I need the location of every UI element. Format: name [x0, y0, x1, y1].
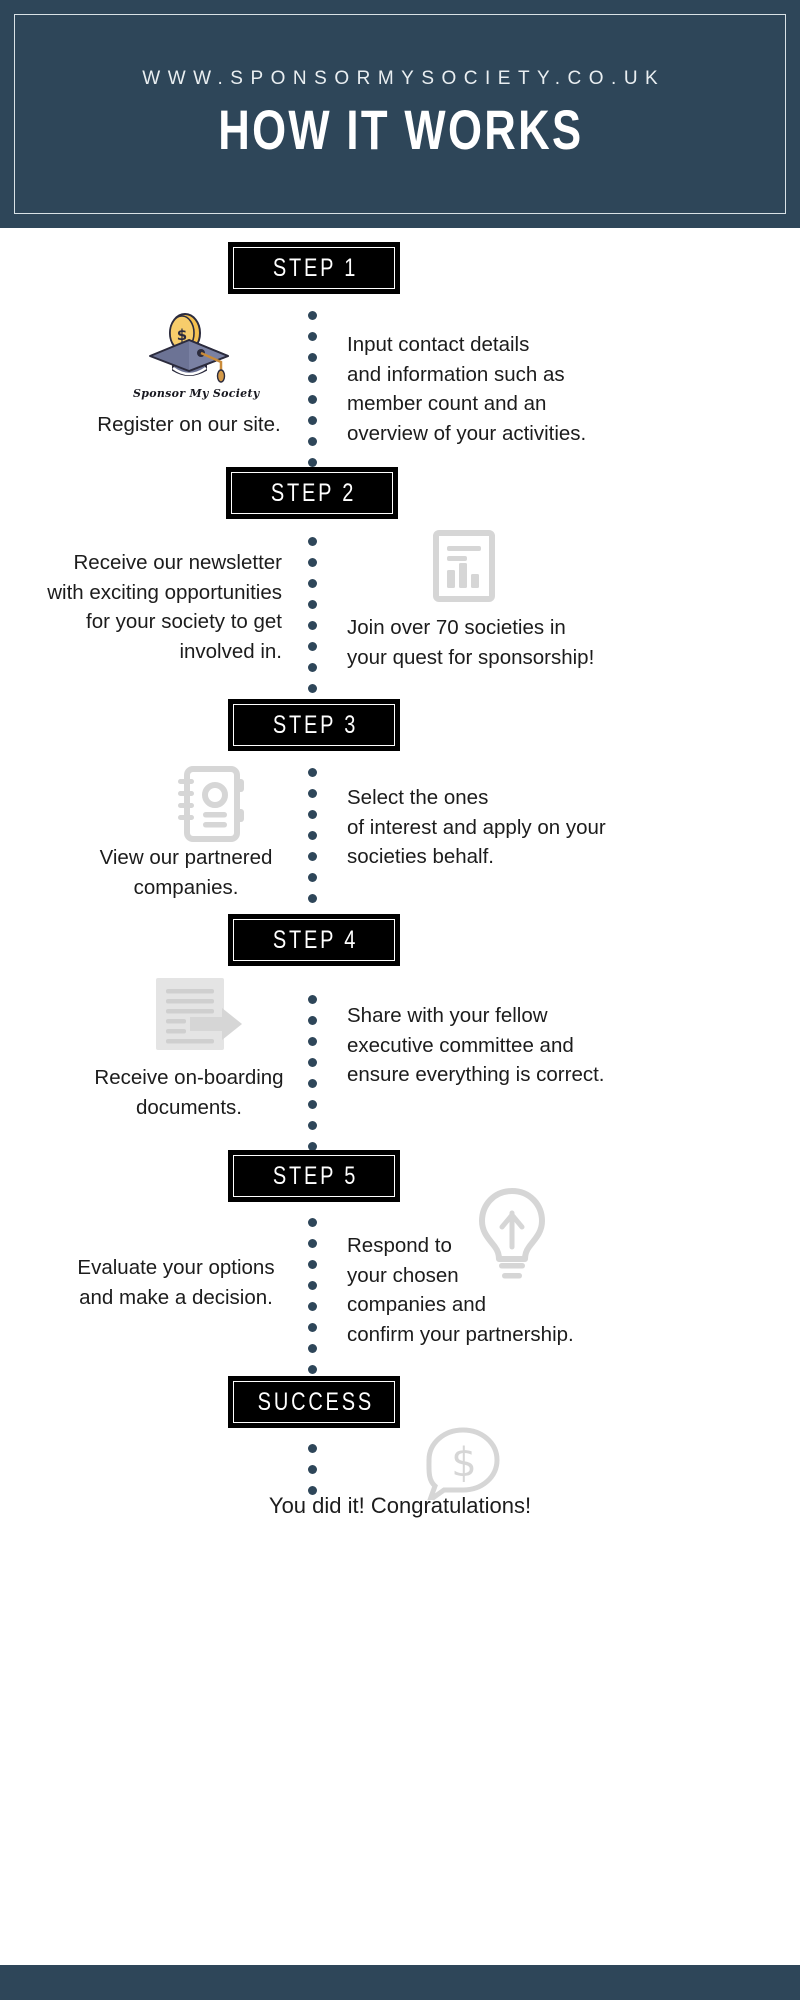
dot — [308, 1302, 317, 1311]
sponsor-my-society-logo: $ — [146, 312, 232, 386]
final-message: You did it! Congratulations! — [268, 1493, 532, 1518]
step-badge-4[interactable]: STEP 4 — [228, 914, 400, 966]
connector-dots-2 — [308, 537, 317, 705]
dot — [308, 558, 317, 567]
dot — [308, 1323, 317, 1332]
dot — [308, 995, 317, 1004]
dollar-speech-bubble-icon: $ — [424, 1426, 502, 1507]
dot — [308, 1486, 317, 1495]
step-1-left-text: Register on our site. — [97, 413, 281, 436]
dot — [308, 353, 317, 362]
dot — [308, 1365, 317, 1374]
dot — [308, 437, 317, 446]
dot — [308, 395, 317, 404]
dot — [308, 1058, 317, 1067]
connector-dots-success — [308, 1444, 317, 1507]
dot — [308, 663, 317, 672]
logo-wordmark: Sponsor My Society — [133, 387, 260, 400]
dot — [308, 768, 317, 777]
header-border-frame: WWW.SPONSORMYSOCIETY.CO.UK HOW IT WORKS — [14, 14, 786, 214]
connector-dots-4 — [308, 995, 317, 1163]
lightbulb-icon — [474, 1185, 550, 1283]
dot — [308, 1037, 317, 1046]
page-header: WWW.SPONSORMYSOCIETY.CO.UK HOW IT WORKS — [0, 0, 800, 228]
connector-dots-1 — [308, 311, 317, 479]
dot — [308, 1260, 317, 1269]
page-footer — [0, 1965, 800, 2000]
dot — [308, 1239, 317, 1248]
svg-text:$: $ — [451, 1440, 476, 1486]
dot — [308, 458, 317, 467]
dot — [308, 1218, 317, 1227]
step-badge-1-label: STEP 1 — [272, 253, 359, 282]
dot — [308, 642, 317, 651]
dot — [308, 852, 317, 861]
step-badge-4-label: STEP 4 — [272, 925, 359, 954]
dot — [308, 579, 317, 588]
dot — [308, 1142, 317, 1151]
step-badge-2-frame: STEP 2 — [231, 472, 393, 514]
dot — [308, 1079, 317, 1088]
step-badge-5-label: STEP 5 — [272, 1161, 359, 1190]
dot — [308, 537, 317, 546]
dot — [308, 1121, 317, 1130]
dot — [308, 416, 317, 425]
step-badge-2-label: STEP 2 — [270, 478, 357, 507]
dot — [308, 311, 317, 320]
step-badge-3-label: STEP 3 — [272, 710, 359, 739]
dot — [308, 684, 317, 693]
bar-chart-report-icon — [432, 530, 496, 602]
step-badge-1[interactable]: STEP 1 — [228, 242, 400, 294]
connector-dots-3 — [308, 768, 317, 936]
step-badge-2[interactable]: STEP 2 — [226, 467, 398, 519]
document-share-arrow-icon — [152, 975, 244, 1053]
dot — [308, 1016, 317, 1025]
dot — [308, 789, 317, 798]
dot — [308, 374, 317, 383]
success-badge-frame: SUCCESS — [233, 1381, 395, 1423]
page-title: HOW IT WORKS — [218, 98, 584, 161]
step-badge-4-frame: STEP 4 — [233, 919, 395, 961]
success-badge-label: SUCCESS — [257, 1387, 374, 1416]
dot — [308, 831, 317, 840]
dot — [308, 894, 317, 903]
dot — [308, 1100, 317, 1109]
step-badge-3-frame: STEP 3 — [233, 704, 395, 746]
success-badge[interactable]: SUCCESS — [228, 1376, 400, 1428]
dot — [308, 600, 317, 609]
dot — [308, 1281, 317, 1290]
step-badge-5-frame: STEP 5 — [233, 1155, 395, 1197]
step-badge-5[interactable]: STEP 5 — [228, 1150, 400, 1202]
dot — [308, 332, 317, 341]
dot — [308, 873, 317, 882]
dot — [308, 810, 317, 819]
svg-text:$: $ — [177, 326, 187, 344]
dot — [308, 1444, 317, 1453]
dot — [308, 1465, 317, 1474]
address-book-icon — [173, 765, 253, 843]
site-url: WWW.SPONSORMYSOCIETY.CO.UK — [142, 68, 666, 90]
dot — [308, 621, 317, 630]
step-badge-1-frame: STEP 1 — [233, 247, 395, 289]
dot — [308, 1344, 317, 1353]
connector-dots-5 — [308, 1218, 317, 1386]
step-badge-3[interactable]: STEP 3 — [228, 699, 400, 751]
